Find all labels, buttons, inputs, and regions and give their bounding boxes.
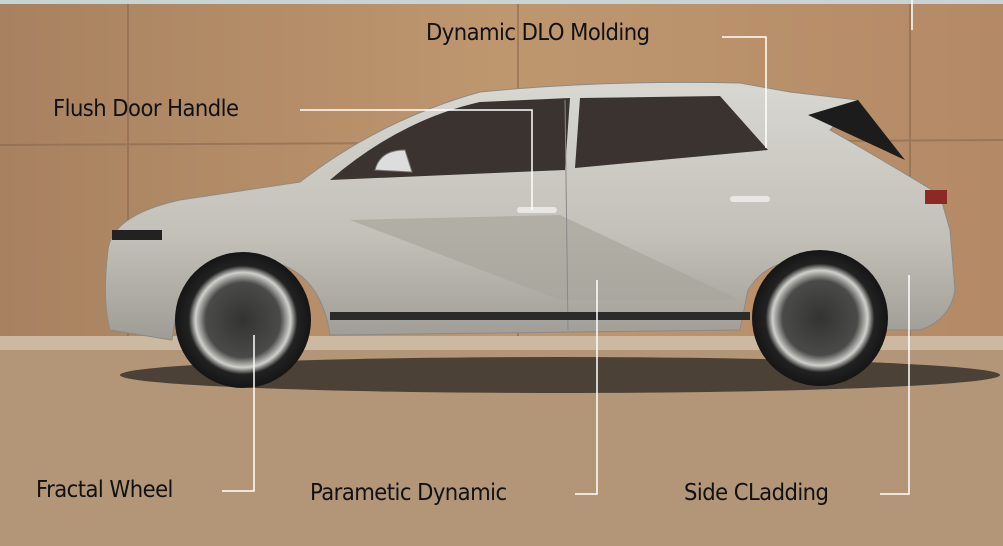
leader-dlo xyxy=(722,36,767,148)
sky-strip xyxy=(0,0,1003,4)
door-seam xyxy=(564,99,569,331)
front-wheel xyxy=(175,252,311,388)
leader-cladding xyxy=(880,275,910,495)
car-windows xyxy=(330,96,768,180)
callout-fractal-wheel: Fractal Wheel xyxy=(36,477,173,503)
taillamp xyxy=(925,190,947,204)
door-handle xyxy=(517,207,557,213)
leader-parametic xyxy=(575,280,598,495)
callout-flush-door-handle: Flush Door Handle xyxy=(53,96,239,122)
parametric-crease xyxy=(350,215,740,300)
headlamp xyxy=(112,230,162,240)
callout-side-cladding: Side CLadding xyxy=(684,480,829,506)
leader-door-handle xyxy=(300,109,533,210)
callout-parametic-dynamic: Parametic Dynamic xyxy=(310,480,507,506)
rear-wheel xyxy=(752,250,888,386)
callout-dlo-molding: Dynamic DLO Molding xyxy=(426,20,650,46)
rear-door-handle xyxy=(730,196,770,202)
leader-wheel xyxy=(222,335,255,492)
leader-lines xyxy=(222,0,913,495)
rear-glass xyxy=(808,100,905,160)
side-mirror xyxy=(374,149,413,173)
side-sill xyxy=(330,312,750,320)
